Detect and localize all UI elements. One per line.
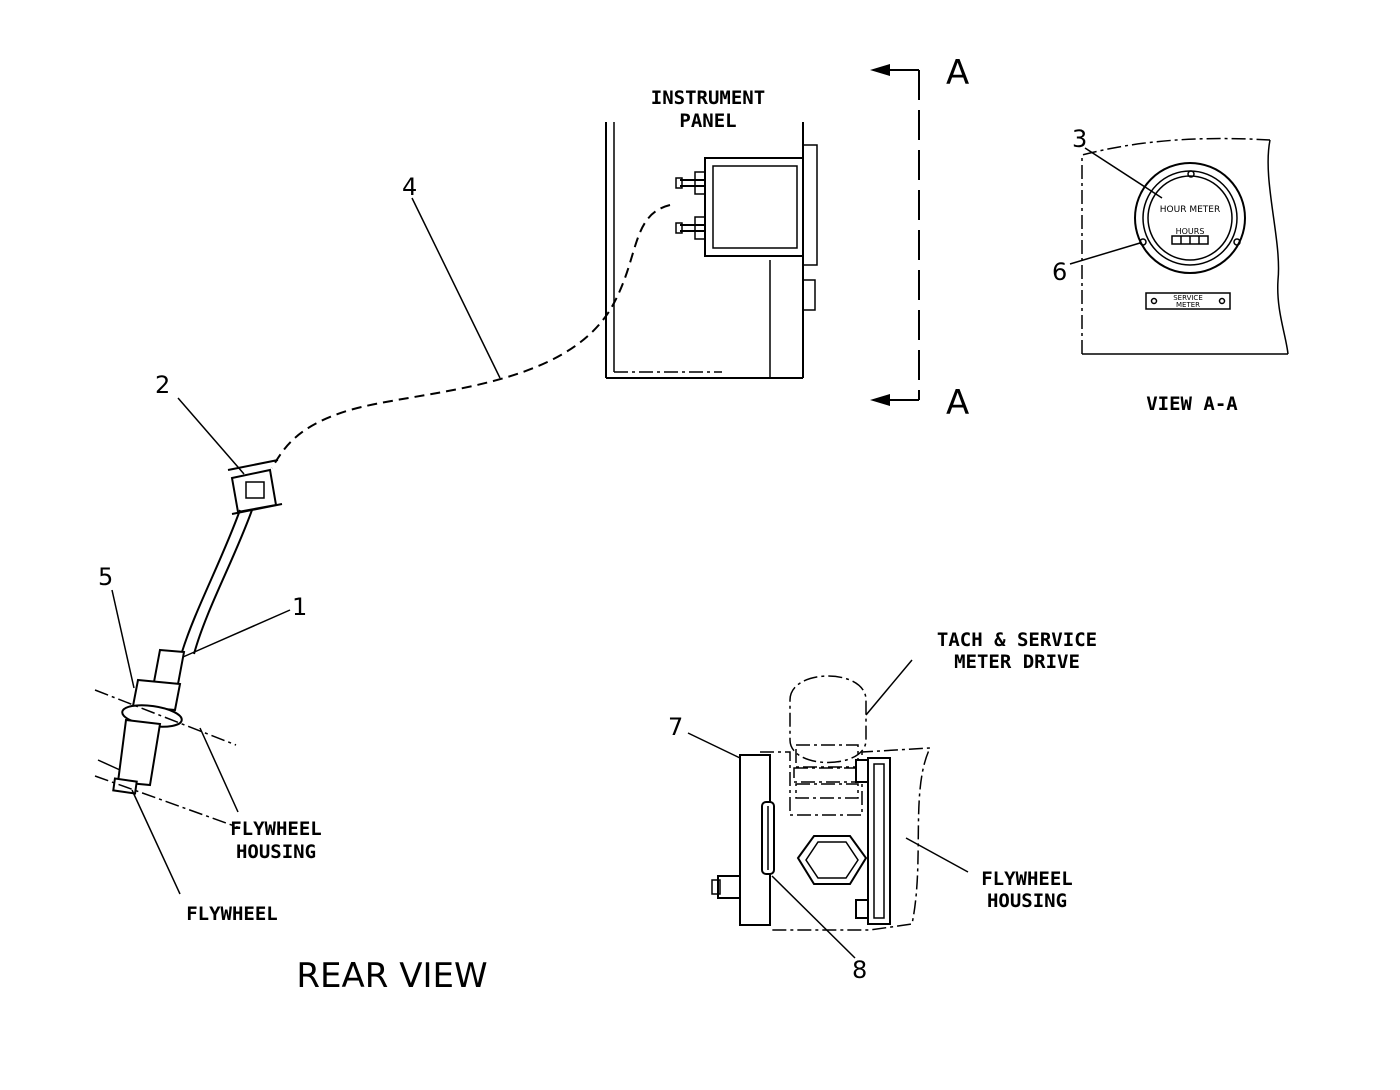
instrument-panel-label-line1: INSTRUMENT [651,87,765,109]
tach-label-line2: METER DRIVE [954,651,1080,673]
view-a-a-title: VIEW A-A [1146,393,1238,415]
flywheel-housing-right-label-line1: FLYWHEEL [981,868,1073,890]
instrument-panel: INSTRUMENT PANEL [605,87,818,379]
clip-2: 2 [155,371,283,515]
hour-meter-text: HOUR METER [1160,205,1220,215]
flywheel-housing-left-label-line1: FLYWHEEL [230,818,322,840]
callout-3: 3 [1072,125,1087,153]
section-a-top-label: A [946,53,969,93]
callout-8: 8 [852,956,867,984]
cable-4 [271,204,671,469]
callout-1: 1 [292,593,307,621]
section-a-bottom-label: A [946,383,969,423]
service-meter-plate-line1: SERVICE [1173,294,1203,302]
hours-text: HOURS [1176,227,1205,236]
flywheel-label: FLYWHEEL [186,903,278,925]
service-meter-plate-line2: METER [1176,301,1200,309]
callout-5: 5 [98,563,113,591]
flywheel-housing-left-label-line2: HOUSING [236,841,316,863]
instrument-panel-label-line2: PANEL [679,110,736,132]
callout-6: 6 [1052,258,1067,286]
rear-view-title: REAR VIEW [296,956,487,996]
flywheel-housing-right-label-line2: HOUSING [987,890,1067,912]
callout-7: 7 [668,713,683,741]
view-a-a: HOUR METER HOURS SERVICE METER 3 6 VIEW … [1052,125,1289,415]
section-line-a-a: A A [870,53,969,423]
tach-label-line1: TACH & SERVICE [937,629,1097,651]
callout-2: 2 [155,371,170,399]
sensor-assembly: 1 5 FLYWHEEL HOUSING FLYWHEEL [94,509,322,925]
tach-drive-assembly: TACH & SERVICE METER DRIVE 7 8 FLYWHEEL [668,629,1097,984]
callout-4-leader [411,197,501,379]
callout-4: 4 [402,173,417,201]
